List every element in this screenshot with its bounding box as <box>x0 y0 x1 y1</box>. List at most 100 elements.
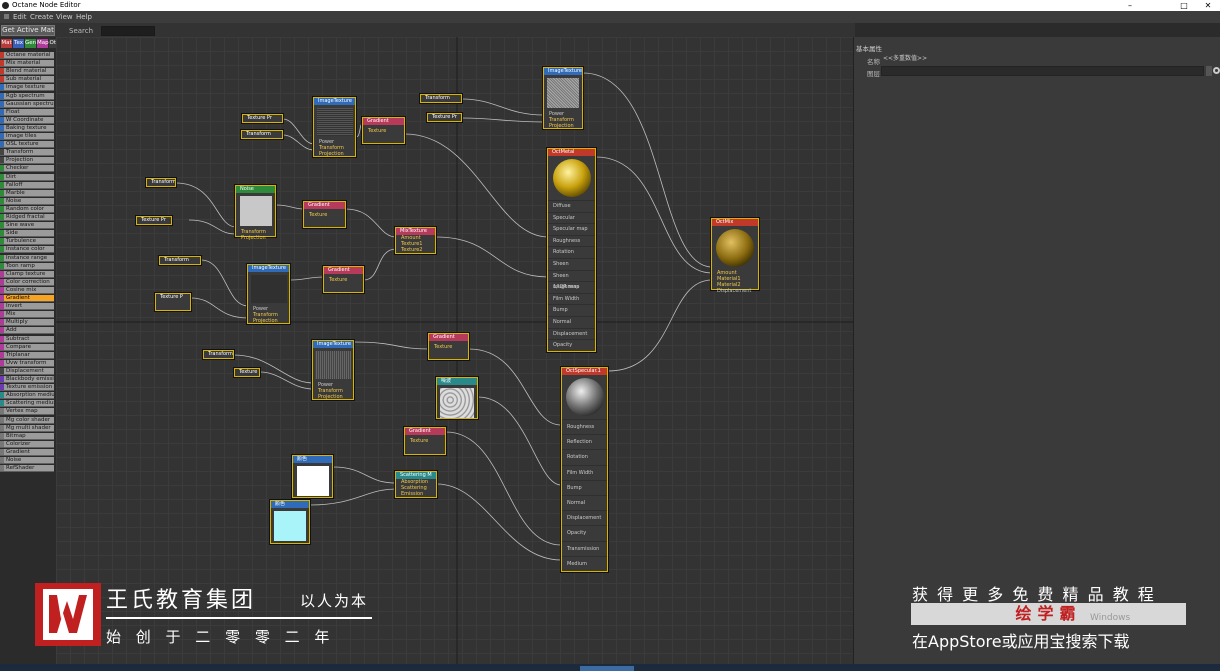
node-list-item[interactable]: Mix <box>0 311 54 319</box>
pin-texture[interactable]: Texture <box>329 277 348 283</box>
pin-medium[interactable]: Medium <box>562 555 607 571</box>
layer-field[interactable] <box>881 66 1204 76</box>
imagetexture-node[interactable]: ImageTexture Power Transform Projection <box>313 97 356 157</box>
texture-node[interactable]: Texture <box>234 368 260 377</box>
pin-emission[interactable]: Emission <box>401 491 424 497</box>
node-list-item[interactable]: Turbulence <box>0 238 54 246</box>
gradient-node[interactable]: Gradient Texture <box>428 333 469 360</box>
node-list-item[interactable]: Absorption medium <box>0 392 54 400</box>
transform-node[interactable]: Transform <box>203 350 234 359</box>
pin-reflection[interactable]: Reflection <box>562 434 607 449</box>
pin-diffuse[interactable]: Diffuse <box>548 200 595 212</box>
node-list-item[interactable]: Sub material <box>0 76 54 84</box>
node-list-item[interactable]: Texture emission <box>0 384 54 392</box>
pin-sheen-roughness[interactable]: Sheen roughness <box>548 269 595 290</box>
node-list-item[interactable]: Image tiles <box>0 133 54 140</box>
pin-normal[interactable]: Normal <box>548 315 595 328</box>
texture-projection-node[interactable]: Texture Pr <box>242 114 283 123</box>
pin-texture[interactable]: Texture <box>368 128 387 134</box>
texture-projection-node[interactable]: Texture Pr <box>136 216 172 225</box>
category-tab-map[interactable]: Map <box>37 39 49 48</box>
node-list-item[interactable]: Triplanar <box>0 351 54 359</box>
node-list-item[interactable]: Blend material <box>0 68 54 76</box>
pin-projection[interactable]: Projection <box>319 151 344 157</box>
category-tab-mat[interactable]: Mat <box>1 39 12 48</box>
pin-roughness[interactable]: Roughness <box>548 234 595 247</box>
node-list-item[interactable]: Multiply <box>0 319 54 327</box>
pin-bump[interactable]: Bump <box>562 479 607 495</box>
node-list-item[interactable]: Uvw transform <box>0 359 54 367</box>
node-list-item[interactable]: Vertex map <box>0 408 54 416</box>
minimize-button[interactable]: – <box>1128 1 1132 10</box>
mixtexture-node[interactable]: MixTexture Amount Texture1 Texture2 <box>395 227 436 254</box>
node-list-item[interactable]: W Coordinate <box>0 116 54 124</box>
node-list-item[interactable]: Checker <box>0 165 54 173</box>
node-list-item[interactable]: Dirt <box>0 173 54 181</box>
octmix-node[interactable]: OctMix Amount Material1 Material2 Displa… <box>711 218 759 294</box>
pin-texture2[interactable]: Texture2 <box>401 247 423 253</box>
node-list-item[interactable]: Scattering medium <box>0 400 54 408</box>
color-node[interactable]: 颜色 <box>270 500 310 544</box>
node-list-item[interactable]: Sine wave <box>0 222 54 230</box>
category-tab-tex[interactable]: Tex <box>13 39 24 48</box>
pin-material1[interactable]: Material1 <box>717 276 741 282</box>
node-list-item[interactable]: Displacement <box>0 367 54 375</box>
node-list-item[interactable]: Mg color shader <box>0 416 54 424</box>
node-list-item[interactable]: Falloff <box>0 181 54 189</box>
gradient-node[interactable]: Gradient Texture <box>404 427 446 455</box>
node-graph-canvas[interactable]: ImageTexture Power Transform Projection … <box>56 37 853 664</box>
menu-create[interactable]: Create <box>30 13 54 21</box>
node-list-item[interactable]: Instance range <box>0 254 54 262</box>
transform-node[interactable]: Transform <box>241 130 283 139</box>
pin-displacement[interactable]: Displacement <box>562 510 607 525</box>
node-list-item[interactable]: Cosine mix <box>0 286 54 294</box>
pin-opacity[interactable]: Opacity <box>548 339 595 351</box>
node-list-item[interactable]: Rgb spectrum <box>0 92 54 100</box>
node-list-item[interactable]: Instance color <box>0 246 54 254</box>
pin-transform[interactable]: Transform <box>241 229 266 235</box>
node-list-item[interactable]: Compare <box>0 343 54 351</box>
node-list-item[interactable]: Mg multi shader <box>0 424 54 432</box>
pin-transmission[interactable]: Transmission <box>562 540 607 556</box>
pin-absorption[interactable]: Absorption <box>401 479 429 485</box>
node-list-item[interactable]: Toon ramp <box>0 262 54 270</box>
get-active-mat-button[interactable]: Get Active Mat <box>1 25 55 36</box>
node-list-item[interactable]: OSL texture <box>0 141 54 149</box>
pin-scattering[interactable]: Scattering <box>401 485 427 491</box>
pin-amount[interactable]: Amount <box>717 270 737 276</box>
transform-node[interactable]: Transform <box>420 94 462 103</box>
pin-transform[interactable]: Transform <box>549 117 574 123</box>
close-button[interactable]: ✕ <box>1204 1 1212 10</box>
pin-texture1[interactable]: Texture1 <box>401 241 423 247</box>
node-list-item[interactable]: Random color <box>0 205 54 213</box>
name-field[interactable]: <<多重数值>> <box>883 55 928 62</box>
node-list-item[interactable]: Colorizer <box>0 440 54 448</box>
category-tab-gen[interactable]: Gen <box>25 39 37 48</box>
pin-opacity[interactable]: Opacity <box>562 525 607 540</box>
pin-projection[interactable]: Projection <box>318 394 343 400</box>
noise-bitmap-node[interactable]: 噪波 <box>436 377 478 419</box>
pin-film-width[interactable]: Film Width <box>562 464 607 480</box>
layer-dropdown-icon[interactable] <box>1206 66 1212 76</box>
pin-normal[interactable]: Normal <box>562 494 607 510</box>
transform-node[interactable]: Transform <box>159 256 201 265</box>
node-list-item[interactable]: Add <box>0 327 54 335</box>
node-list-item[interactable]: Clamp texture <box>0 270 54 278</box>
gradient-node[interactable]: Gradient Texture <box>362 117 405 144</box>
pin-texture[interactable]: Texture <box>309 212 328 218</box>
pin-1-ior-map[interactable]: 1/IOR map <box>548 281 595 293</box>
node-list-item[interactable]: Float <box>0 108 54 116</box>
pin-material2[interactable]: Material2 <box>717 282 741 288</box>
node-list-item[interactable]: Transform <box>0 149 54 157</box>
pin-projection[interactable]: Projection <box>549 123 574 129</box>
pin-projection[interactable]: Projection <box>241 235 266 241</box>
imagetexture-node[interactable]: ImageTexture Power Transform Projection <box>312 340 354 400</box>
pin-power[interactable]: Power <box>549 111 565 117</box>
color-node[interactable]: 颜色 <box>292 455 333 498</box>
node-list-item[interactable]: Baking texture <box>0 124 54 132</box>
pin-transform[interactable]: Transform <box>253 312 278 318</box>
pin-bump[interactable]: Bump <box>548 304 595 316</box>
pin-texture[interactable]: Texture <box>410 438 429 444</box>
